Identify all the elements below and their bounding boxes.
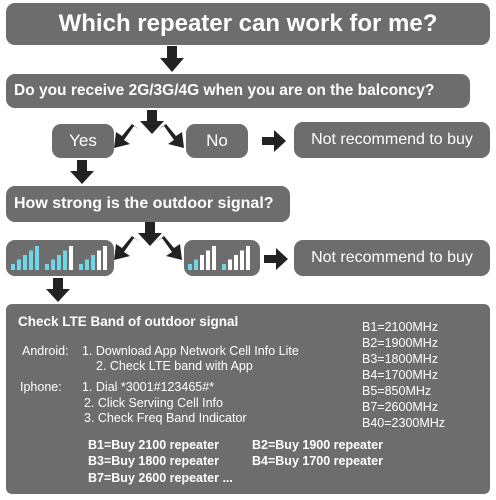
signal-weak-two-icon bbox=[188, 246, 218, 270]
buy-b1: B1=Buy 2100 repeater bbox=[88, 438, 219, 452]
signal-bar bbox=[45, 264, 49, 270]
not-recommend-box-2: Not recommend to buy bbox=[294, 240, 490, 276]
good-signal-box bbox=[6, 240, 114, 276]
buy-b4: B4=Buy 1700 repeater bbox=[252, 454, 383, 468]
arrow-down-icon bbox=[160, 46, 184, 72]
signal-bar bbox=[63, 250, 67, 270]
signal-bar bbox=[79, 264, 83, 270]
no-text: No bbox=[206, 131, 228, 150]
arrow-down-icon bbox=[140, 110, 164, 134]
band-b7: B7=2600MHz bbox=[362, 400, 439, 414]
android-label: Android: bbox=[22, 344, 69, 358]
question-balcony-box: Do you receive 2G/3G/4G when you are on … bbox=[6, 74, 470, 108]
title-box: Which repeater can work for me? bbox=[6, 3, 490, 45]
not-recommend-box-1: Not recommend to buy bbox=[294, 122, 490, 158]
signal-bar bbox=[51, 259, 55, 270]
band-b3: B3=1800MHz bbox=[362, 352, 439, 366]
not-recommend-text-2: Not recommend to buy bbox=[311, 249, 473, 266]
android-step-1: 1. Download App Network Cell Info Lite bbox=[82, 344, 299, 358]
signal-bar bbox=[200, 255, 204, 270]
arrow-down-icon bbox=[70, 160, 94, 184]
band-b1: B1=2100MHz bbox=[362, 320, 439, 334]
signal-bar bbox=[91, 255, 95, 270]
signal-good-three-icon bbox=[79, 246, 109, 270]
arrow-down-left-icon bbox=[114, 124, 140, 148]
buy-b7: B7=Buy 2600 repeater ... bbox=[88, 471, 233, 485]
signal-good-full-icon bbox=[11, 246, 41, 270]
signal-bar bbox=[222, 264, 226, 270]
check-lte-band-box: Check LTE Band of outdoor signal Android… bbox=[6, 304, 490, 494]
iphone-step-3: 3. Check Freq Band Indicator bbox=[84, 411, 247, 425]
signal-bar bbox=[35, 246, 39, 270]
title-text: Which repeater can work for me? bbox=[58, 10, 438, 37]
question-strength-text: How strong is the outdoor signal? bbox=[14, 195, 274, 212]
band-b4: B4=1700MHz bbox=[362, 368, 439, 382]
signal-good-four-icon bbox=[45, 246, 75, 270]
buy-b3: B3=Buy 1800 repeater bbox=[88, 454, 219, 468]
yes-text: Yes bbox=[69, 131, 97, 150]
signal-bar bbox=[11, 264, 15, 270]
band-b5: B5=850MHz bbox=[362, 384, 432, 398]
android-step-2: 2. Check LTE band with App bbox=[96, 359, 253, 373]
iphone-label: Iphone: bbox=[20, 380, 62, 394]
signal-bar bbox=[188, 264, 192, 270]
signal-bar bbox=[97, 250, 101, 270]
not-recommend-text-1: Not recommend to buy bbox=[311, 131, 473, 148]
signal-bar bbox=[246, 246, 250, 270]
arrow-down-left-icon bbox=[114, 236, 140, 260]
iphone-step-1: 1. Dial *3001#123465#* bbox=[82, 380, 215, 394]
signal-bar bbox=[194, 259, 198, 270]
arrow-down-right-icon bbox=[156, 236, 182, 260]
yes-box: Yes bbox=[52, 124, 114, 158]
signal-weak-one-icon bbox=[222, 246, 252, 270]
iphone-step-2: 2. Click Serviing Cell Info bbox=[84, 396, 223, 410]
band-b2: B2=1900MHz bbox=[362, 336, 439, 350]
arrow-right-icon bbox=[264, 248, 288, 270]
no-box: No bbox=[186, 124, 248, 158]
signal-bar bbox=[69, 246, 73, 270]
signal-bar bbox=[23, 255, 27, 270]
signal-bar bbox=[57, 255, 61, 270]
signal-bar bbox=[228, 259, 232, 270]
signal-bar bbox=[240, 250, 244, 270]
signal-bar bbox=[29, 250, 33, 270]
signal-bar bbox=[234, 255, 238, 270]
arrow-down-icon bbox=[46, 278, 70, 302]
question-strength-box: How strong is the outdoor signal? bbox=[6, 186, 290, 222]
buy-b2: B2=Buy 1900 repeater bbox=[252, 438, 383, 452]
arrow-down-icon bbox=[138, 222, 162, 246]
signal-bar bbox=[103, 246, 107, 270]
arrow-down-right-icon bbox=[158, 124, 184, 148]
band-b40: B40=2300MHz bbox=[362, 416, 446, 430]
signal-bar bbox=[206, 250, 210, 270]
signal-bar bbox=[17, 259, 21, 270]
signal-bar bbox=[85, 259, 89, 270]
question-balcony-text: Do you receive 2G/3G/4G when you are on … bbox=[14, 82, 435, 99]
check-heading: Check LTE Band of outdoor signal bbox=[18, 314, 239, 329]
signal-bar bbox=[212, 246, 216, 270]
arrow-right-icon bbox=[262, 130, 286, 152]
weak-signal-box bbox=[184, 240, 260, 276]
